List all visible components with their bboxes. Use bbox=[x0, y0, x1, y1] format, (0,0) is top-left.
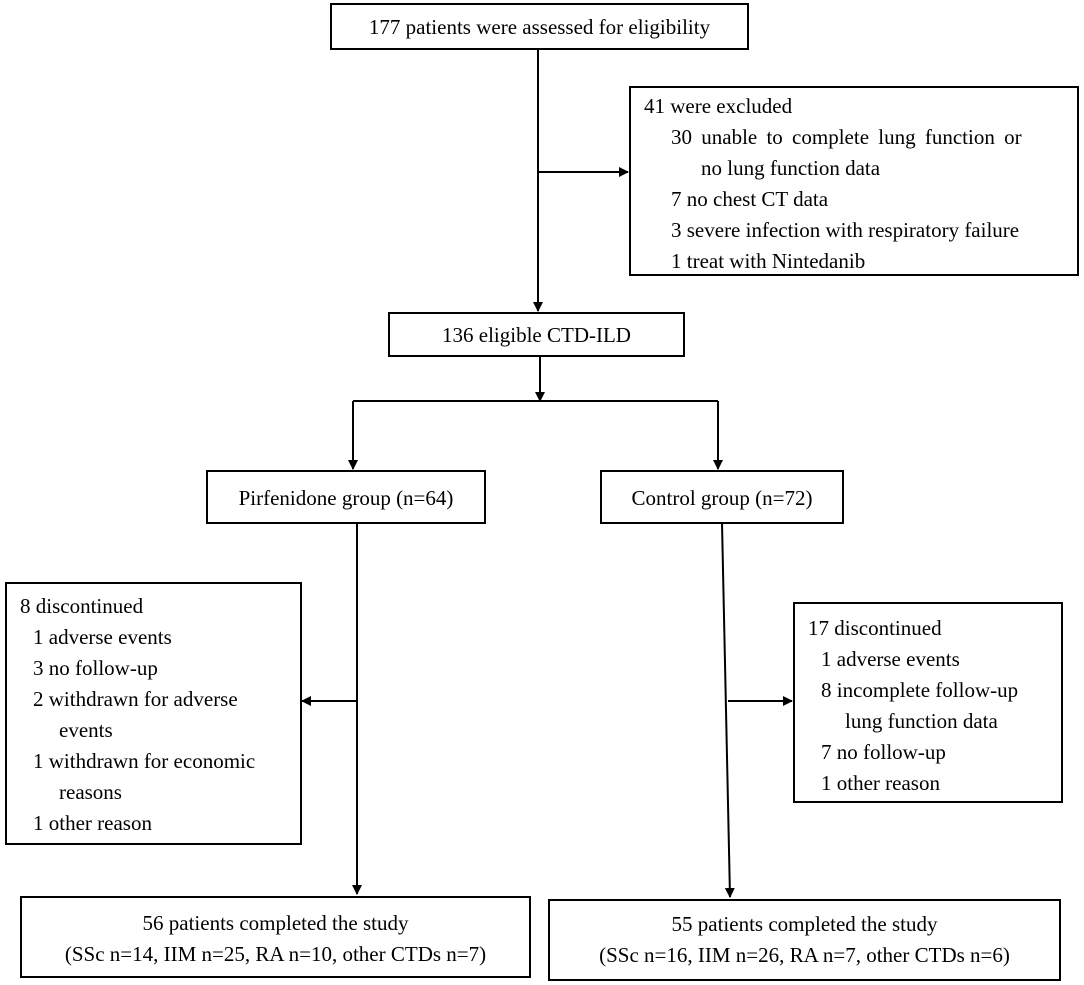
pirfenidone-discontinued-box: 8 discontinued 1 adverse events 3 no fol… bbox=[5, 582, 302, 845]
cd-item-1: 1 adverse events bbox=[821, 647, 960, 671]
cd-title: 17 discontinued bbox=[808, 616, 942, 640]
pd-item-2: 3 no follow-up bbox=[33, 656, 158, 680]
excluded-item-2: 7 no chest CT data bbox=[671, 187, 829, 211]
excluded-item-1a: 30 unable to complete lung function or bbox=[671, 125, 1022, 149]
control-group-box: Control group (n=72) bbox=[600, 470, 844, 524]
arrow-control-completed bbox=[721, 522, 735, 898]
excluded-box: 41 were excluded 30 unable to complete l… bbox=[629, 86, 1079, 276]
assessed-box: 177 patients were assessed for eligibili… bbox=[330, 3, 749, 50]
pirfenidone-completed-box: 56 patients completed the study (SSc n=1… bbox=[20, 896, 531, 978]
pc-line-2: (SSc n=14, IIM n=25, RA n=10, other CTDs… bbox=[64, 942, 487, 966]
control-group-text: Control group (n=72) bbox=[631, 486, 813, 510]
cc-line-1: 55 patients completed the study bbox=[671, 912, 938, 936]
pd-item-3a: 2 withdrawn for adverse bbox=[33, 687, 238, 711]
control-completed-box: 55 patients completed the study (SSc n=1… bbox=[548, 899, 1061, 981]
cd-item-2a: 8 incomplete follow-up bbox=[821, 678, 1019, 702]
cd-item-3: 7 no follow-up bbox=[821, 740, 946, 764]
eligible-text: 136 eligible CTD-ILD bbox=[442, 323, 631, 347]
cd-item-2b: lung function data bbox=[845, 709, 998, 733]
pirfenidone-group-box: Pirfenidone group (n=64) bbox=[206, 470, 486, 524]
cd-item-4: 1 other reason bbox=[821, 771, 940, 795]
excluded-item-1b: no lung function data bbox=[701, 156, 881, 180]
control-discontinued-box: 17 discontinued 1 adverse events 8 incom… bbox=[793, 602, 1063, 803]
excluded-item-4: 1 treat with Nintedanib bbox=[671, 249, 866, 273]
pirfenidone-group-text: Pirfenidone group (n=64) bbox=[238, 486, 454, 510]
pd-title: 8 discontinued bbox=[20, 594, 144, 618]
assessed-text: 177 patients were assessed for eligibili… bbox=[368, 15, 711, 39]
pd-item-4b: reasons bbox=[59, 780, 122, 804]
pd-item-1: 1 adverse events bbox=[33, 625, 172, 649]
excluded-title: 41 were excluded bbox=[644, 94, 793, 118]
eligible-box: 136 eligible CTD-ILD bbox=[388, 312, 685, 357]
cc-line-2: (SSc n=16, IIM n=26, RA n=7, other CTDs … bbox=[599, 943, 1010, 967]
pc-line-1: 56 patients completed the study bbox=[142, 911, 409, 935]
pd-item-5: 1 other reason bbox=[33, 811, 152, 835]
pd-item-4a: 1 withdrawn for economic bbox=[33, 749, 256, 773]
excluded-item-3: 3 severe infection with respiratory fail… bbox=[671, 218, 1020, 242]
pd-item-3b: events bbox=[59, 718, 113, 742]
